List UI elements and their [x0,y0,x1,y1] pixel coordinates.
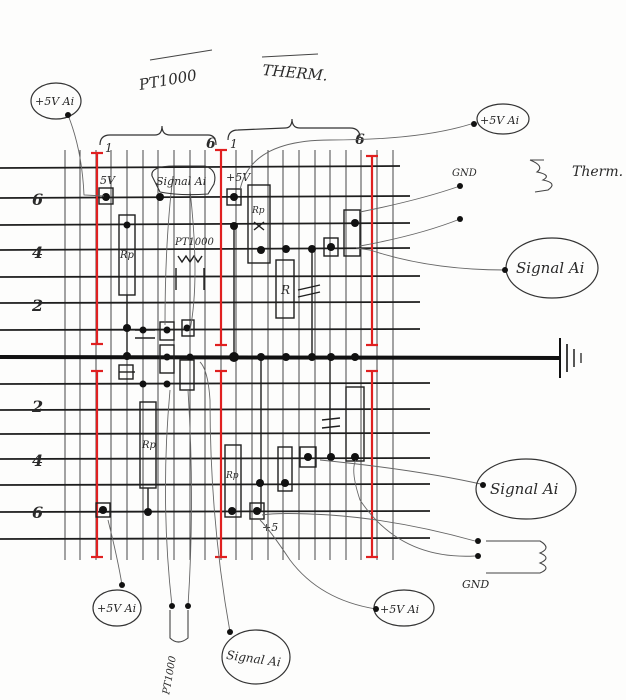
label-plus5-bottom: +5 [262,521,278,534]
row-number: 6 [32,503,43,522]
pt1000-connector [159,321,175,341]
row-number: 4 [32,451,43,470]
bubble-signal-right-top: Signal Ai [502,237,599,299]
range-label-right-end: 6 [355,132,365,148]
label-5v: 5V [100,174,116,187]
label-rp-bottom-right: Rp [225,471,239,481]
components-top-right: +5V Rp R [226,171,361,357]
range-label-right-start: 1 [230,137,238,151]
range-label-left-end: 6 [206,136,216,152]
bubble-signal-right-bottom: Signal Ai [475,458,577,520]
row-number: 4 [32,243,43,262]
header-pin-5v [226,188,242,206]
therm-connector [323,237,339,257]
bubble-label: GND [462,578,489,591]
header-therm: THERM. [262,61,329,85]
connector-bottom [179,359,195,391]
label-rp-top-left: Rp [119,250,135,261]
resistor-r [275,259,295,319]
bubble-gnd-bottom: GND [462,538,489,591]
resistor-rp-bottom-right [224,444,242,518]
bubble-label: Signal Ai [516,259,585,277]
bubble-label: +5V Ai [380,603,419,616]
header-pin-bottom-left [95,502,111,518]
bubble-label: Signal Ai [156,175,206,188]
row-number: 2 [31,397,43,416]
range-labels: 1 6 1 6 [105,132,365,155]
header-pt1000: PT1000 [137,66,199,94]
resistor-rp-top-right [247,184,271,264]
bubble-label: Signal Ai [490,480,559,498]
bubble-label: +5V Ai [35,95,74,108]
bubble-bottom-left-5v: +5V Ai [92,582,142,627]
components-top-left: 5V Rp PT1000 [98,174,214,360]
range-label-left-start: 1 [105,141,113,155]
bubble-top-left-5v: +5V Ai [30,82,82,120]
range-braces [99,118,361,146]
pencil-wires [67,114,506,633]
row-numbers: 6 4 2 2 4 6 [31,190,43,522]
bubble-signal-left-top: Signal Ai [151,165,216,196]
label-plus5v: +5V [226,171,251,184]
bubble-bottom-mid-5v: +5V Ai [373,589,435,627]
section-headers: PT1000 THERM. [137,49,329,94]
bubble-top-right-5v: +5V Ai [471,103,530,135]
bubble-pt1000-bottom: PT1000 [161,603,191,696]
bubble-label: Signal Ai [225,648,281,670]
solder-dots [99,193,359,516]
bubble-label: GND [452,168,477,179]
connector-bottom-mid [277,446,293,492]
bubble-label: +5V Ai [97,602,136,615]
connector-bottom-mid [299,446,317,468]
bubble-label: +5V Ai [480,114,519,127]
bubble-gnd-top: GND [452,168,477,222]
bubble-label: PT1000 [161,655,179,697]
bubble-signal-bottom: Signal Ai [221,629,291,685]
header-pin-bottom [249,502,265,520]
therm-squiggles [169,159,553,643]
components-bottom: Rp Rp +5 [95,344,365,534]
row-number: 2 [31,296,43,315]
pt1000-connector [181,319,195,337]
horizontal-rows [0,165,431,540]
therm-connector [343,209,361,257]
ground-bus [0,338,582,378]
label-rp-bottom-left: Rp [141,440,157,451]
bubble-therm: Therm. [572,164,623,180]
label-rp-top-right: Rp [251,206,265,216]
bubble-label: Therm. [572,164,623,180]
connector-bottom [159,344,175,374]
label-r: R [280,283,290,297]
row-number: 6 [32,190,43,209]
